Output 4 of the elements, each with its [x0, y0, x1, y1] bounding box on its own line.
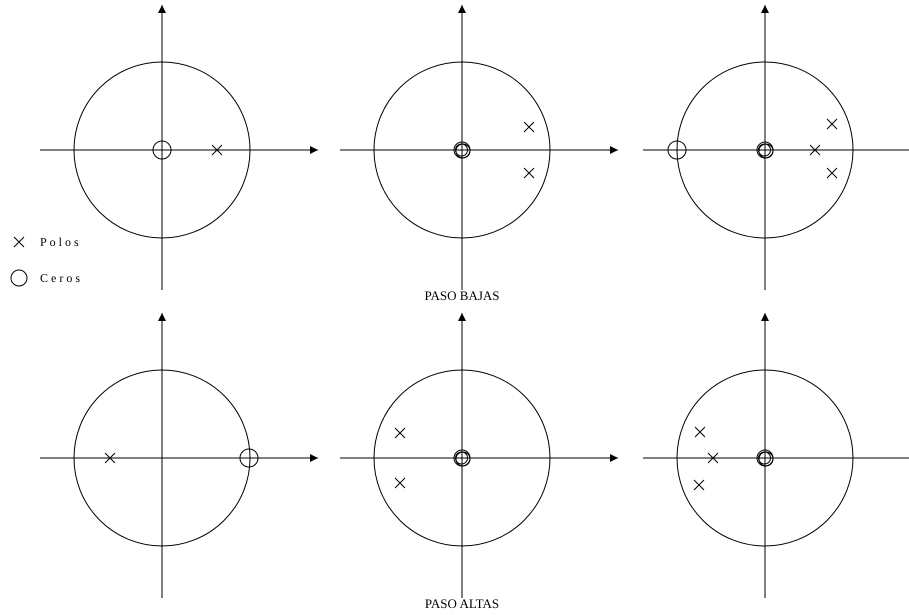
plot-group-title: PASO ALTAS [424, 597, 500, 611]
legend-label: Ceros [40, 271, 83, 285]
plot-group-title: PASO BAJAS [424, 289, 500, 303]
legend-label: Polos [40, 235, 82, 249]
